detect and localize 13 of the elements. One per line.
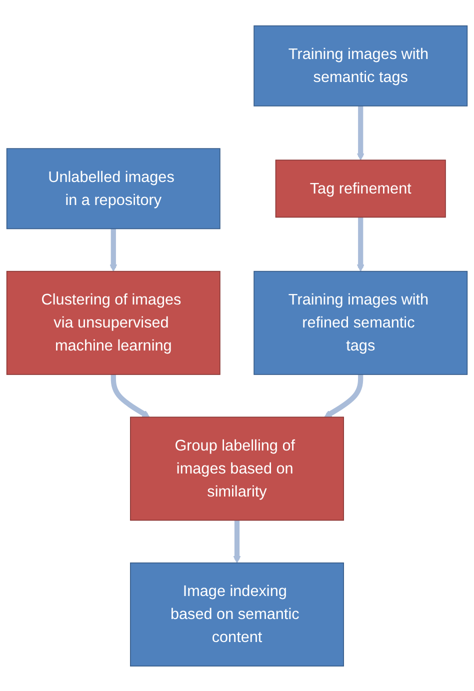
node-box: Clustering of images via unsupervised machine learning: [6, 270, 220, 374]
node-box: Training images with semantic tags: [254, 24, 468, 106]
arrow: [356, 106, 364, 160]
arrow: [110, 374, 150, 418]
arrow: [110, 228, 118, 272]
node-box: Image indexing based on semantic content: [130, 562, 344, 666]
node-box: Tag refinement: [275, 159, 446, 218]
node-box: Group labelling of images based on similarity: [130, 416, 344, 520]
arrow: [233, 520, 241, 563]
arrow: [324, 374, 364, 418]
arrow: [356, 216, 364, 272]
node-box: Training images with refined semantic tags: [254, 270, 468, 374]
node-box: Unlabelled images in a repository: [6, 148, 220, 229]
